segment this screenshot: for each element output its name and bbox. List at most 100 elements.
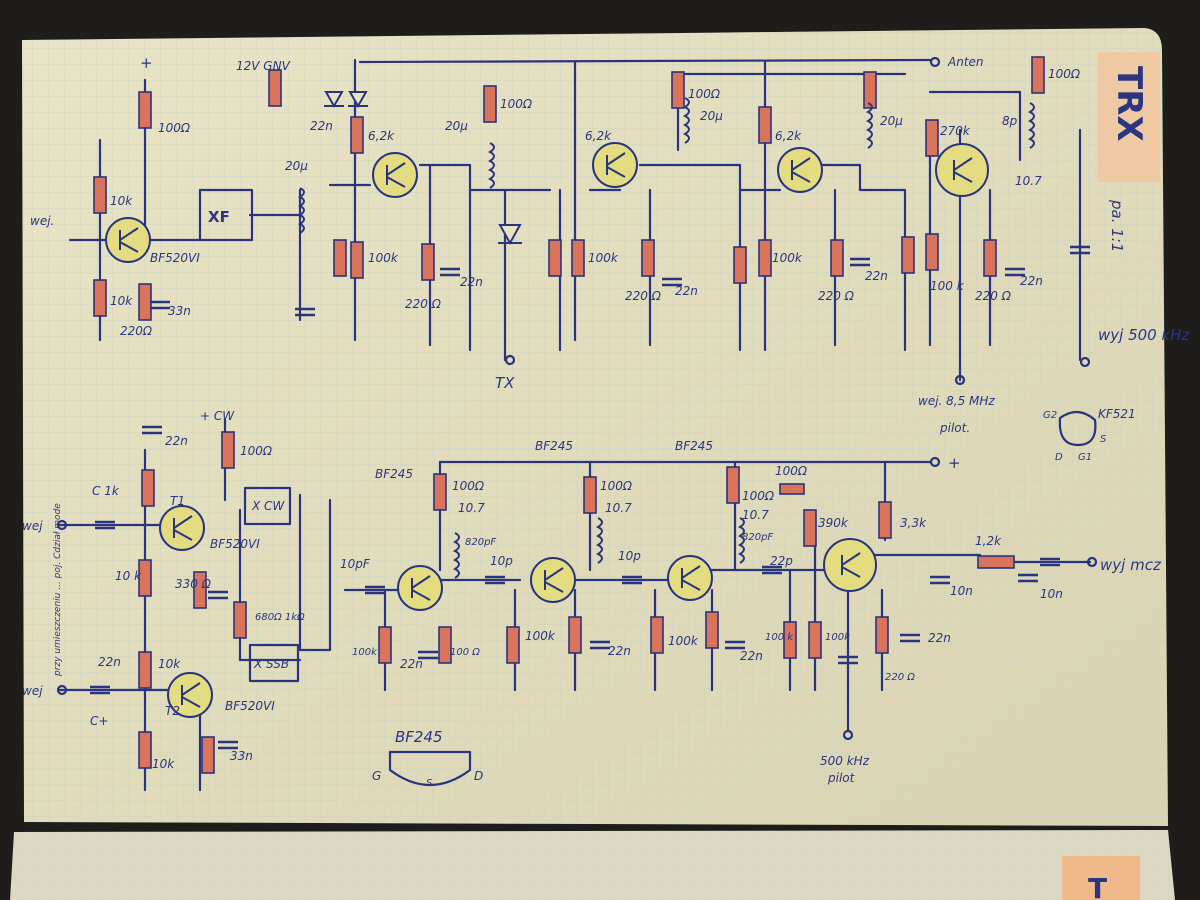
input-terminal-1 <box>56 519 68 531</box>
label: 6,2k <box>775 129 802 143</box>
transistor-symbol <box>606 152 626 178</box>
vertical-note: przy umieszczeniu ... poj. Cdział mode <box>53 503 63 677</box>
label: KF521 <box>1098 407 1136 421</box>
resistor <box>138 283 152 321</box>
coil <box>682 97 690 144</box>
label: 10p <box>618 549 641 563</box>
label: 820pF <box>742 532 773 543</box>
labels: 12V GNV + 100Ω 10k 10k 220Ω 33n BF520VI … <box>22 54 1190 789</box>
resistor <box>733 246 747 284</box>
label: 100k <box>352 647 378 658</box>
resistor <box>141 469 155 507</box>
next-page-tab-label: T <box>1088 872 1107 900</box>
label: 22n <box>928 631 951 645</box>
label: D <box>474 769 483 783</box>
label: G <box>372 769 381 783</box>
resistor <box>671 71 685 109</box>
resistor <box>875 616 889 654</box>
label: 10pF <box>340 557 371 571</box>
label: 220 Ω <box>818 289 855 303</box>
label: 22n <box>675 284 698 298</box>
label: BF245 <box>375 467 413 481</box>
label: 22n <box>400 657 423 671</box>
label: T1 <box>170 494 185 508</box>
transistor-symbol <box>173 515 193 541</box>
resistor <box>138 559 152 597</box>
fet-transistor <box>397 565 443 611</box>
label: 10.7 <box>458 501 485 515</box>
label: 10 k <box>115 569 142 583</box>
capacitor <box>208 590 228 600</box>
resistor <box>650 616 664 654</box>
label: 10n <box>1040 587 1063 601</box>
label: 10k <box>158 657 181 671</box>
label: 270k <box>940 124 971 138</box>
capacitor <box>662 277 682 287</box>
label: 22n <box>608 644 631 658</box>
label: + <box>140 54 153 72</box>
crystal-cw <box>243 486 292 526</box>
label: 100Ω <box>600 479 633 493</box>
resistor <box>641 239 655 277</box>
resistor <box>705 611 719 649</box>
resistor <box>925 119 939 157</box>
capacitor <box>95 520 115 530</box>
capacitor <box>90 685 110 695</box>
label: Anten <box>947 55 984 69</box>
coil <box>1027 102 1035 149</box>
crystal-ssb <box>248 643 300 683</box>
label: 10.7 <box>605 501 632 515</box>
resistor <box>808 621 822 659</box>
label: 100Ω <box>742 489 775 503</box>
output-500khz-terminal <box>1079 356 1091 368</box>
label: BF520VI <box>210 537 260 551</box>
capacitor <box>590 640 610 650</box>
resistor <box>138 731 152 769</box>
label: 22n <box>310 119 333 133</box>
resistor <box>221 431 235 469</box>
resistor <box>138 91 152 129</box>
label: 100k <box>525 629 556 643</box>
label: pilot. <box>939 421 970 435</box>
resistor <box>803 509 817 547</box>
label: 100 k <box>765 632 794 643</box>
bjt-transistor-t1 <box>159 505 205 551</box>
fet-transistor <box>777 147 823 193</box>
capacitor <box>1018 573 1038 583</box>
label: 220 Ω <box>975 289 1012 303</box>
capacitor <box>150 300 170 310</box>
resistor <box>333 239 347 277</box>
crystal-ssb-label: X SSB <box>253 657 289 671</box>
resistor <box>138 651 152 689</box>
transistor-symbol <box>181 682 201 708</box>
label: 500 kHz <box>820 754 870 768</box>
label: 100Ω <box>240 444 273 458</box>
label: wej. 8,5 MHz <box>918 394 995 408</box>
label: wej. <box>30 214 54 228</box>
diode <box>498 224 522 246</box>
label: TX <box>495 374 515 392</box>
resistor <box>350 116 364 154</box>
label: 100 Ω <box>450 647 480 658</box>
label: 10k <box>110 294 133 308</box>
label: D <box>1055 452 1063 463</box>
audio-output-terminal <box>1086 556 1098 568</box>
label: BF245 <box>395 728 443 746</box>
capacitor <box>418 650 438 660</box>
label: 3,3k <box>900 516 927 530</box>
capacitor <box>850 257 870 267</box>
fet-transistor <box>592 142 638 188</box>
label: 680Ω 1kΩ <box>255 612 305 623</box>
label: 100Ω <box>158 121 191 135</box>
label: 6,2k <box>585 129 612 143</box>
capacitor <box>930 575 950 585</box>
label: 22n <box>460 275 483 289</box>
capacitor <box>485 575 505 585</box>
label: 100Ω <box>775 464 808 478</box>
capacitor <box>1040 557 1060 567</box>
label: 12V GNV <box>236 59 291 73</box>
fet-transistor <box>667 555 713 601</box>
capacitor <box>218 740 238 750</box>
label: BF245 <box>535 439 573 453</box>
